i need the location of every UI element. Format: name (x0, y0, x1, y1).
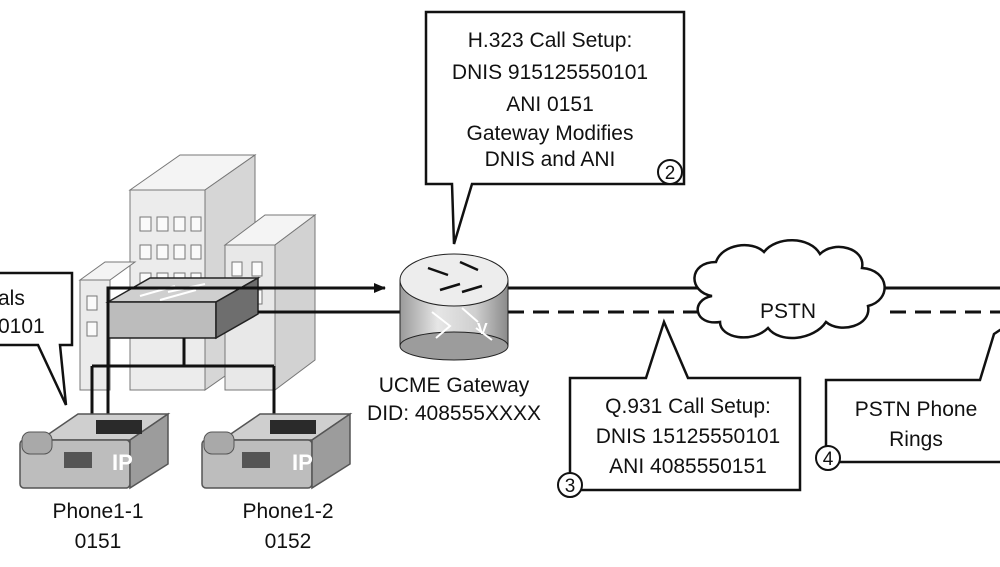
q931-line-2: DNIS 15125550101 (596, 425, 780, 448)
building-icon (78, 154, 317, 391)
phone-2-name: Phone1-2 (242, 500, 333, 523)
step-2-number: 2 (665, 163, 676, 184)
pstn-label: PSTN (760, 300, 816, 323)
h323-line-1: H.323 Call Setup: (468, 29, 633, 52)
ucme-gateway-router-icon: V (399, 253, 509, 361)
ip-phone-1-icon: IP (19, 412, 171, 490)
step-4-number: 4 (823, 449, 834, 470)
step-4-badge: 4 (815, 445, 841, 471)
step-3-number: 3 (565, 476, 576, 497)
gateway-did-label: DID: 408555XXXX (367, 402, 541, 425)
phone-1-ip-badge: IP (112, 450, 133, 475)
q931-line-1: Q.931 Call Setup: (605, 395, 771, 418)
pstn-phone-line-1: PSTN Phone (855, 398, 978, 421)
step-3-badge: 3 (557, 472, 583, 498)
phone-2-extension: 0152 (265, 530, 312, 553)
gateway-name-label: UCME Gateway (379, 374, 530, 397)
h323-line-2: DNIS 915125550101 (452, 61, 648, 84)
h323-line-3: ANI 0151 (506, 93, 594, 116)
lan-wiring (90, 283, 400, 430)
step-2-badge: 2 (657, 159, 683, 185)
h323-line-4: Gateway Modifies (467, 122, 634, 145)
pstn-cloud-icon: PSTN (693, 239, 886, 340)
phone-1-name: Phone1-1 (52, 500, 143, 523)
switch-icon (105, 276, 261, 340)
callout-left-line-2: 0101 (0, 315, 45, 338)
callout-q931-setup: Q.931 Call Setup: DNIS 15125550101 ANI 4… (557, 318, 802, 498)
phone-1-extension: 0151 (75, 530, 122, 553)
callout-pstn-phone-rings: PSTN Phone Rings 4 (815, 328, 1000, 471)
q931-line-3: ANI 4085550151 (609, 455, 767, 478)
phone-2-ip-badge: IP (292, 450, 313, 475)
router-voice-mark: V (477, 321, 488, 338)
callout-h323-setup: H.323 Call Setup: DNIS 915125550101 ANI … (424, 10, 686, 245)
h323-line-5: DNIS and ANI (485, 148, 616, 171)
pstn-phone-line-2: Rings (889, 428, 943, 451)
ip-phone-2-icon: IP (201, 412, 353, 490)
callout-left-line-1: als (0, 287, 25, 310)
callout-left: als 0101 (0, 271, 74, 406)
